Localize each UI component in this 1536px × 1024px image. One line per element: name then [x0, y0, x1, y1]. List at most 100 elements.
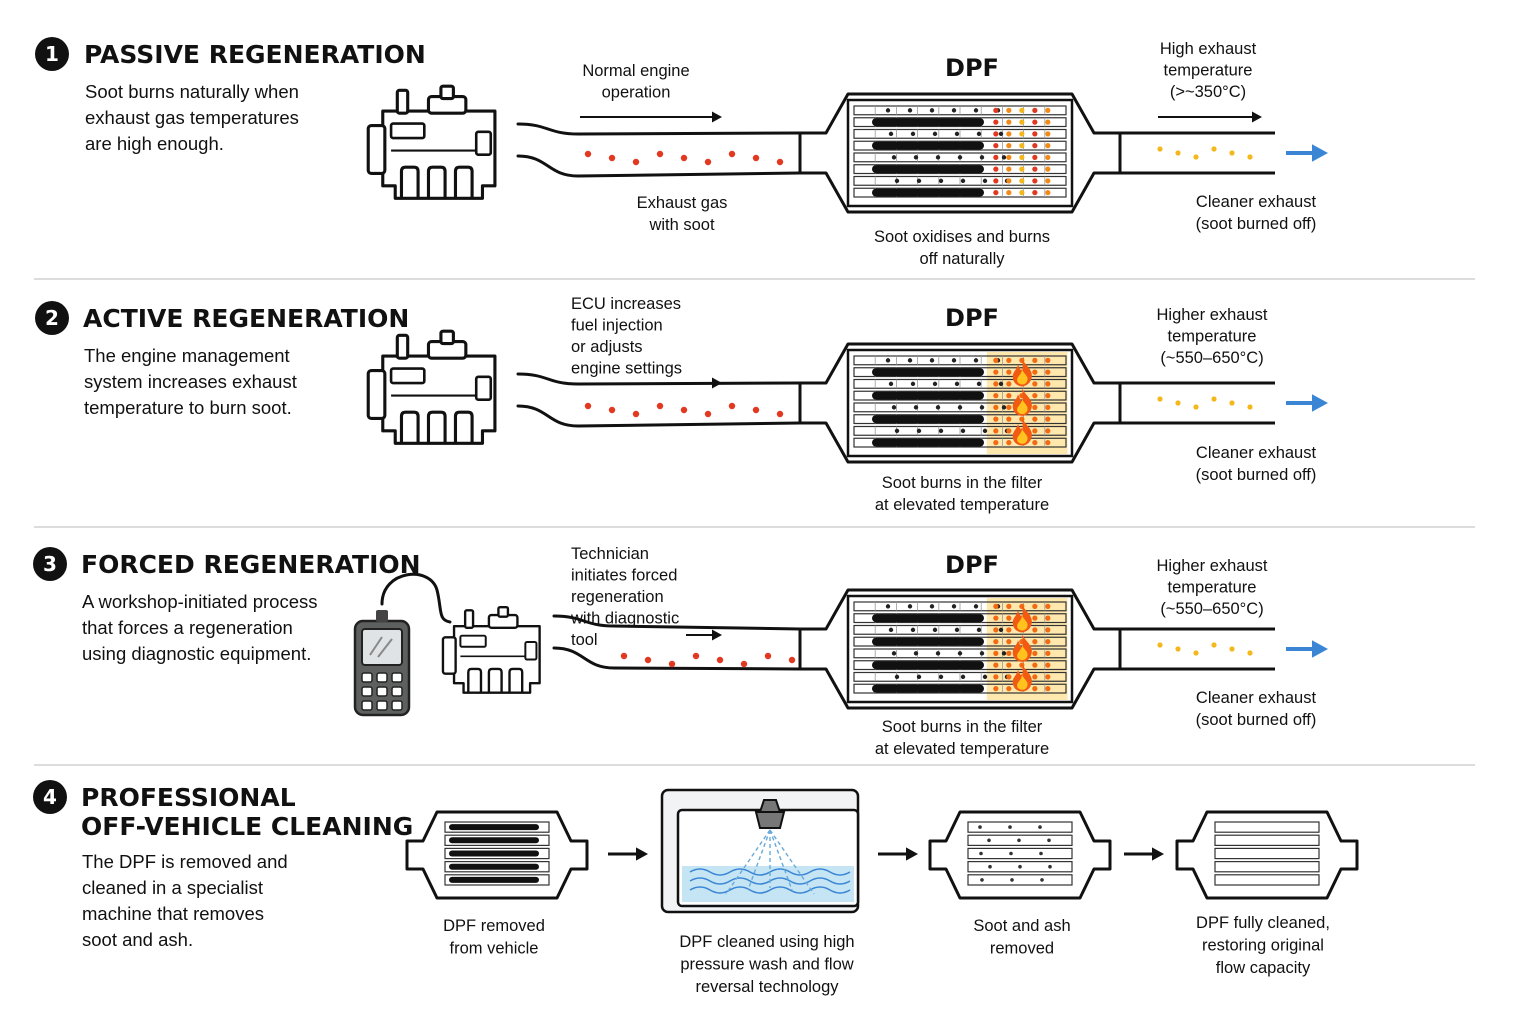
- soot-particle: [644, 656, 652, 664]
- soot-particle: [728, 150, 736, 158]
- soot-particle: [1009, 851, 1013, 856]
- soot-deposit: [872, 141, 984, 150]
- filter-channel: [967, 821, 1073, 833]
- burning-particle: [1045, 440, 1051, 446]
- burning-particle: [1019, 107, 1025, 113]
- burning-particle: [1032, 178, 1038, 184]
- temperature-label: Higher exhaust: [1157, 306, 1268, 324]
- process-label: initiates forced: [571, 567, 677, 585]
- burning-particle: [993, 131, 999, 137]
- cleaning-step-label: DPF fully cleaned,: [1196, 914, 1330, 932]
- flow-arrow: [712, 377, 722, 389]
- burning-particle: [993, 440, 999, 446]
- burning-particle: [1045, 428, 1051, 434]
- soot-deposit: [872, 118, 984, 127]
- burning-particle: [993, 119, 999, 125]
- engine-icon: [366, 329, 497, 445]
- process-label: ECU increases: [571, 295, 681, 313]
- section-description: The engine management: [84, 345, 290, 366]
- section-description: are high enough.: [85, 133, 224, 154]
- soot-particle: [680, 406, 688, 414]
- cleaning-step-label: Soot and ash: [973, 917, 1070, 935]
- process-label: fuel injection: [571, 317, 663, 335]
- temperature-label: High exhaust: [1160, 40, 1257, 58]
- cleaning-step-label: from vehicle: [450, 940, 539, 958]
- soot-particle: [776, 158, 784, 166]
- soot-particle: [973, 358, 979, 363]
- burning-particle: [1006, 639, 1012, 645]
- soot-particle: [907, 108, 913, 113]
- soot-particle: [954, 627, 960, 633]
- clean-exhaust-particle: [1193, 650, 1199, 656]
- soot-particle: [987, 838, 991, 843]
- soot-particle: [929, 604, 935, 609]
- clean-exhaust-particle: [1175, 400, 1181, 406]
- soot-particle: [998, 627, 1004, 633]
- soot-particle: [1010, 878, 1014, 882]
- temperature-arrow: [1252, 111, 1262, 123]
- clean-exhaust-particle: [1229, 150, 1235, 156]
- soot-particle: [891, 155, 897, 160]
- step-number-badge: [33, 547, 67, 581]
- dpf-housing: [798, 588, 1122, 710]
- burning-particle: [993, 615, 999, 621]
- section-description: that forces a regeneration: [82, 617, 293, 638]
- burning-particle: [993, 650, 999, 656]
- cleaning-step-label: removed: [990, 940, 1054, 958]
- clean-exhaust-particle: [1211, 642, 1217, 648]
- soot-particle: [680, 154, 688, 162]
- exhaust-label: Exhaust gas: [637, 194, 728, 212]
- burning-particle: [1045, 416, 1051, 422]
- soot-particle: [938, 674, 944, 680]
- soot-particle: [1040, 878, 1044, 882]
- soot-deposit: [872, 391, 984, 400]
- step-number: 1: [45, 42, 59, 66]
- burning-particle: [993, 381, 999, 387]
- water-wave: [689, 886, 851, 894]
- clean-exhaust-particle: [1211, 396, 1217, 402]
- filter-channel: [444, 874, 550, 886]
- soot-particle: [704, 158, 712, 166]
- cleaning-step-label: DPF cleaned using high: [679, 933, 854, 951]
- soot-particle: [960, 428, 966, 434]
- step-arrow: [1152, 847, 1164, 861]
- soot-deposit: [449, 824, 539, 831]
- exhaust-pipe: [552, 614, 802, 631]
- soot-deposit: [872, 614, 984, 623]
- burning-particle: [1045, 131, 1051, 137]
- temperature-label: temperature: [1168, 328, 1257, 346]
- soot-particle: [951, 108, 957, 113]
- burning-particle: [1045, 404, 1051, 410]
- soot-deposit: [872, 684, 984, 693]
- burning-particle: [1045, 369, 1051, 375]
- burning-particle: [1045, 674, 1051, 680]
- clean-exhaust-arrow: [1312, 640, 1328, 658]
- soot-particle: [913, 405, 919, 410]
- burning-particle: [1032, 686, 1038, 692]
- soot-particle: [885, 108, 891, 113]
- engine-icon: [366, 84, 497, 200]
- burning-particle: [1006, 416, 1012, 422]
- soot-particle: [935, 155, 941, 160]
- soot-particle: [957, 405, 963, 410]
- soot-particle: [584, 150, 592, 158]
- burning-particle: [1006, 674, 1012, 680]
- burning-particle: [1032, 615, 1038, 621]
- soot-particle: [1001, 651, 1007, 656]
- soot-particle: [752, 154, 760, 162]
- burning-particle: [993, 627, 999, 633]
- outlet-label: Cleaner exhaust: [1196, 444, 1317, 462]
- soot-deposit: [872, 368, 984, 377]
- section-title: OFF-VEHICLE CLEANING: [81, 812, 413, 841]
- dpf-shell: [928, 810, 1112, 900]
- cleaning-step-label: pressure wash and flow: [680, 956, 853, 974]
- clean-exhaust-particle: [1157, 642, 1163, 648]
- filter-channel: [444, 860, 550, 873]
- burning-particle: [1032, 662, 1038, 668]
- section-description: cleaned in a specialist: [82, 877, 263, 898]
- process-label: operation: [602, 84, 671, 102]
